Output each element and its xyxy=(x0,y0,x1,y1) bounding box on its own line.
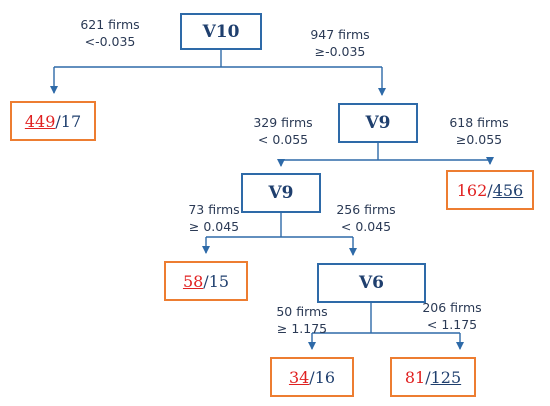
edge-label-v9r-left-cond: < 0.055 xyxy=(257,132,309,147)
edge-label-v9r-left: 329 firms < 0.055 xyxy=(244,114,322,148)
leaf-34-16-other: 16 xyxy=(314,367,336,387)
leaf-162-456: 162/456 xyxy=(446,170,534,210)
node-v9-inner-label: V9 xyxy=(268,183,294,203)
node-v6: V6 xyxy=(317,263,426,303)
leaf-34-16-separator: / xyxy=(309,367,315,387)
node-v6-label: V6 xyxy=(358,273,385,293)
edge-label-v9i-left-cond: ≥ 0.045 xyxy=(188,219,240,234)
node-v10: V10 xyxy=(180,13,262,50)
leaf-449-17-highlight: 449 xyxy=(24,111,56,131)
leaf-162-456-highlight: 162 xyxy=(456,180,488,200)
edge-label-v6-left-count: 50 firms xyxy=(276,304,328,319)
edge-label-v6-right-cond: < 1.175 xyxy=(426,317,478,332)
node-v9-right-label: V9 xyxy=(365,113,391,133)
edge-label-v6-left-cond: ≥ 1.175 xyxy=(276,321,328,336)
edge-label-root-right-cond: ≥-0.035 xyxy=(314,44,366,59)
leaf-449-17-other: 17 xyxy=(60,111,82,131)
leaf-162-456-other: 456 xyxy=(492,180,524,200)
leaf-34-16: 34/16 xyxy=(270,357,354,397)
leaf-81-125: 81/125 xyxy=(390,357,476,397)
edge-label-v9i-left: 73 firms ≥ 0.045 xyxy=(180,201,248,235)
edge-label-root-left-count: 621 firms xyxy=(80,17,140,32)
edge-label-v9r-right-cond: ≥0.055 xyxy=(455,132,503,147)
edge-label-root-left: 621 firms <-0.035 xyxy=(73,16,147,50)
edge-label-v9r-right-count: 618 firms xyxy=(449,115,509,130)
edge-label-v9r-left-count: 329 firms xyxy=(253,115,313,130)
leaf-162-456-separator: / xyxy=(487,180,493,200)
leaf-58-15-highlight: 58 xyxy=(182,271,204,291)
node-v10-label: V10 xyxy=(202,21,240,42)
leaf-81-125-other: 125 xyxy=(430,367,462,387)
leaf-58-15: 58/15 xyxy=(164,261,248,301)
leaf-58-15-other: 15 xyxy=(208,271,230,291)
node-v9-inner: V9 xyxy=(241,173,321,213)
edge-label-v6-right-count: 206 firms xyxy=(422,300,482,315)
leaf-58-15-separator: / xyxy=(203,271,209,291)
edge-label-v6-left: 50 firms ≥ 1.175 xyxy=(268,303,336,337)
edge-label-root-left-cond: <-0.035 xyxy=(84,34,136,49)
edge-label-v9i-right-count: 256 firms xyxy=(336,202,396,217)
leaf-34-16-highlight: 34 xyxy=(288,367,310,387)
edge-label-root-right: 947 firms ≥-0.035 xyxy=(300,26,380,60)
leaf-81-125-highlight: 81 xyxy=(404,367,426,387)
edge-label-v6-right: 206 firms < 1.175 xyxy=(412,299,492,333)
leaf-449-17-separator: / xyxy=(55,111,61,131)
edge-label-v9r-right: 618 firms ≥0.055 xyxy=(442,114,516,148)
edge-label-v9i-right-cond: < 0.045 xyxy=(340,219,392,234)
edge-label-root-right-count: 947 firms xyxy=(310,27,370,42)
node-v9-right: V9 xyxy=(338,103,418,143)
edge-label-v9i-right: 256 firms < 0.045 xyxy=(328,201,404,235)
edge-label-v9i-left-count: 73 firms xyxy=(188,202,240,217)
leaf-81-125-separator: / xyxy=(425,367,431,387)
leaf-449-17: 449/17 xyxy=(10,101,96,141)
